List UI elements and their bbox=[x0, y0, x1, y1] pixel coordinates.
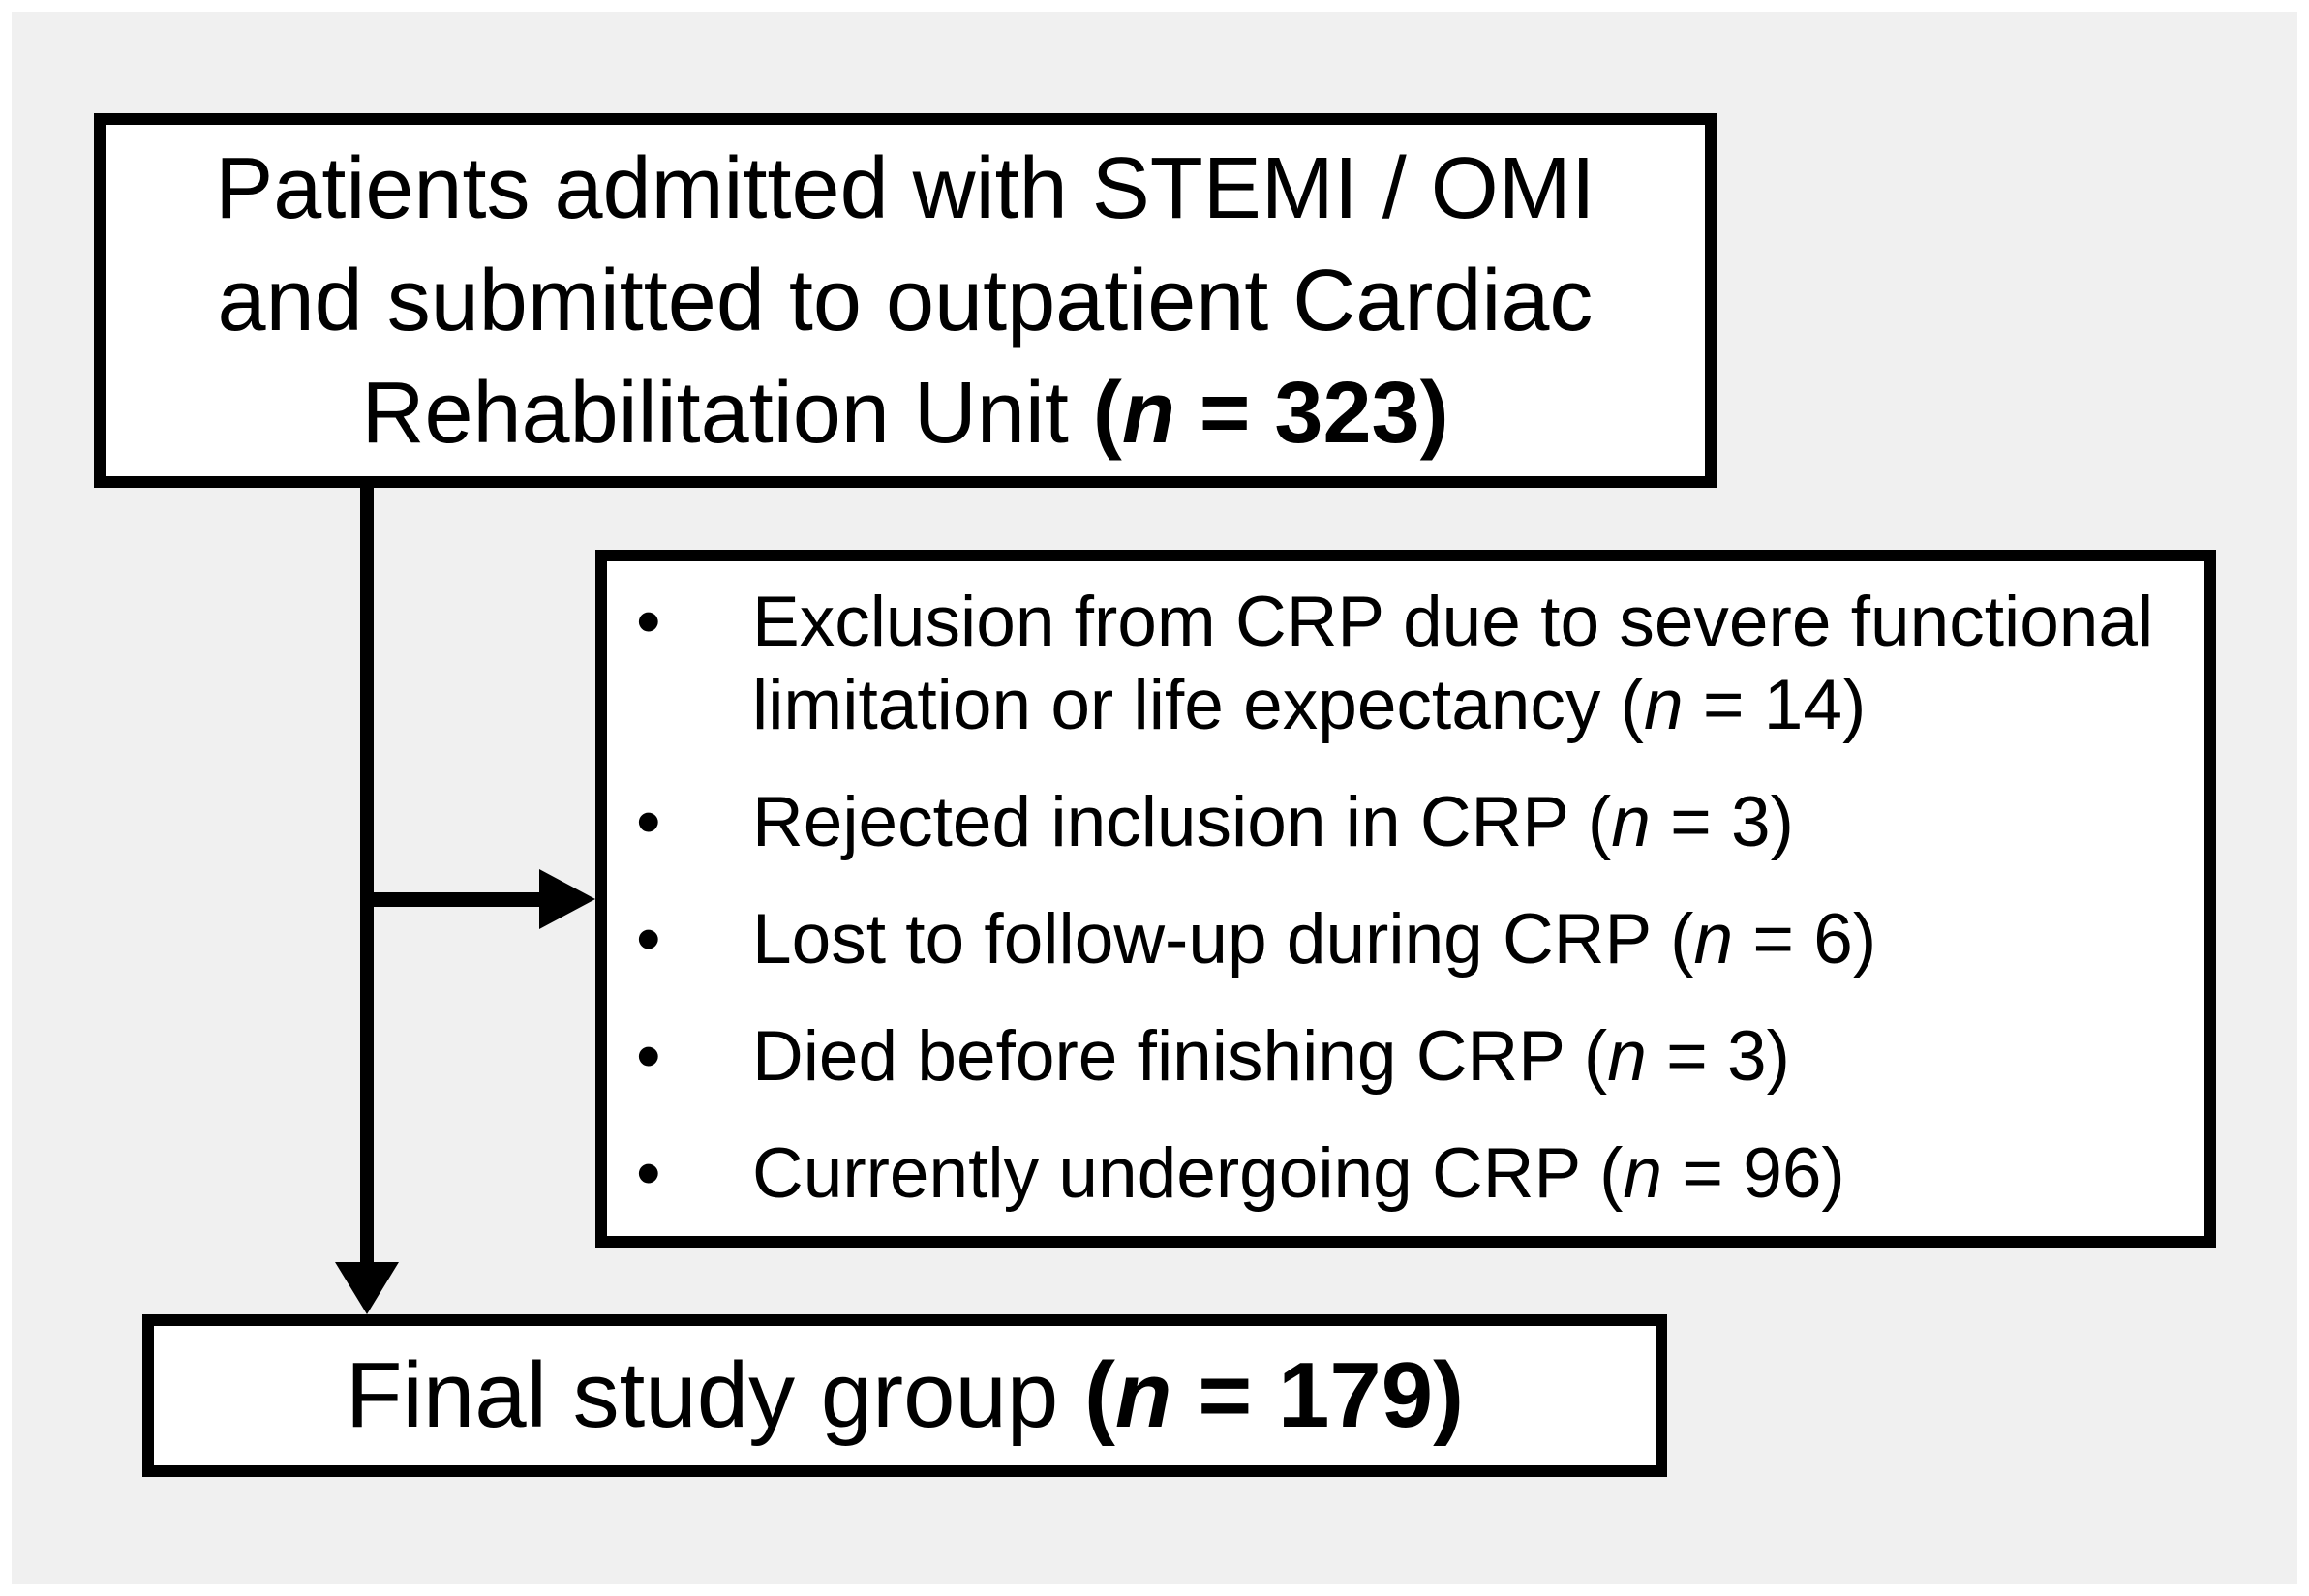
flow-node-admitted-line-1: Patients admitted with STEMI / OMI bbox=[215, 139, 1595, 237]
flow-node-admitted: Patients admitted with STEMI / OMI and s… bbox=[94, 113, 1717, 488]
exclusion-item-undergoing: Currently undergoing CRP (n = 96) bbox=[607, 1132, 2175, 1216]
flow-node-admitted-line-3: Rehabilitation Unit (n = 323) bbox=[361, 364, 1449, 462]
exclusion-item-severe-limitation: Exclusion from CRP due to severe functio… bbox=[607, 581, 2175, 747]
connector-horizontal-line bbox=[367, 892, 539, 907]
exclusion-item-lost-followup: Lost to follow-up during CRP (n = 6) bbox=[607, 898, 2175, 981]
flow-node-exclusions: Exclusion from CRP due to severe functio… bbox=[595, 550, 2216, 1248]
arrowhead-right-icon bbox=[539, 869, 595, 929]
flow-node-final-group: Final study group (n = 179) bbox=[142, 1314, 1667, 1477]
exclusion-item-rejected: Rejected inclusion in CRP (n = 3) bbox=[607, 781, 2175, 864]
arrowhead-down-icon bbox=[335, 1262, 399, 1314]
exclusion-list: Exclusion from CRP due to severe functio… bbox=[607, 561, 2204, 1216]
flow-node-final-group-text: Final study group (n = 179) bbox=[345, 1343, 1465, 1447]
connector-vertical-line bbox=[360, 487, 374, 1262]
exclusion-item-died: Died before finishing CRP (n = 3) bbox=[607, 1015, 2175, 1099]
flow-node-admitted-line-2: and submitted to outpatient Cardiac bbox=[217, 252, 1594, 349]
